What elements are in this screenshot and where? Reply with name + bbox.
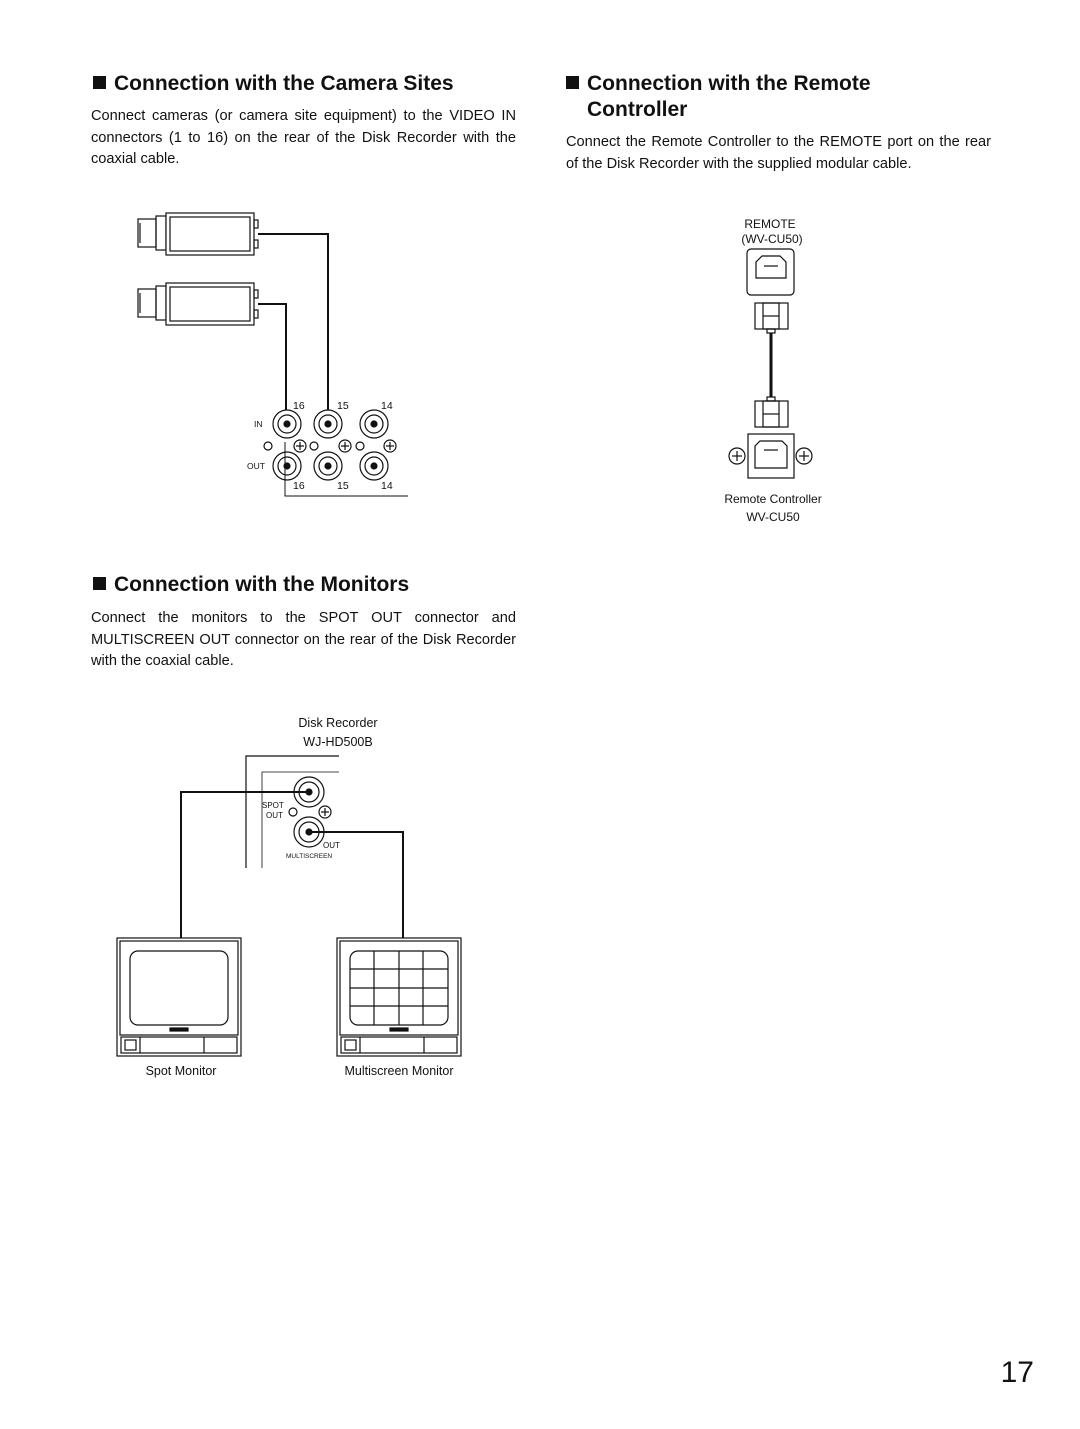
bnc-in-14 — [359, 409, 389, 439]
remote-section-title-line1: Connection with the Remote — [587, 72, 871, 95]
modular-plug-bottom-icon — [754, 396, 789, 428]
remote-controller-model: WV-CU50 — [746, 510, 800, 524]
monitor-diagram-labels: Disk Recorder WJ-HD500B SPOT OUT OUT MUL… — [146, 716, 454, 1078]
disk-recorder-label: Disk Recorder — [298, 716, 377, 730]
remote-port-label: REMOTE — [744, 217, 795, 231]
out-channel-label-14: 14 — [381, 480, 393, 492]
monitors-section-body: Connect the monitors to the SPOT OUT con… — [91, 610, 516, 669]
multiscreen-label: MULTISCREEN — [286, 853, 332, 860]
multiscreen-monitor-icon — [336, 937, 462, 1057]
remote-diagram-labels: REMOTE (WV-CU50) Remote Controller WV-CU… — [724, 217, 821, 524]
screw-left-icon — [728, 447, 746, 465]
camera-2-icon — [137, 282, 259, 326]
out-channel-label-16: 16 — [293, 480, 305, 492]
multiscreen-monitor-label: Multiscreen Monitor — [344, 1064, 453, 1078]
in-row-label: IN — [254, 419, 263, 429]
remote-port-model: (WV-CU50) — [741, 232, 802, 246]
modular-plug-top-icon — [754, 302, 789, 334]
remote-section-title-line2: Controller — [587, 98, 688, 121]
spot-out-label: OUT — [266, 811, 283, 820]
monitors-section-title: Connection with the Monitors — [93, 572, 409, 598]
camera-diagram-labels: 16 15 14 IN OUT 16 15 14 — [247, 400, 393, 492]
remote-controller-label: Remote Controller — [724, 492, 821, 506]
out-channel-label-15: 15 — [337, 480, 349, 492]
bnc-out-15 — [313, 451, 343, 481]
multiscreen-out-label: OUT — [323, 841, 340, 850]
monitors-section-title-text: Connection with the Monitors — [114, 573, 410, 596]
bnc-out-16 — [272, 451, 302, 481]
screw-right-icon — [795, 447, 813, 465]
remote-port-icon — [746, 248, 795, 296]
monitor-connection-diagram — [116, 755, 462, 1057]
bullet-square-icon — [566, 76, 579, 89]
in-channel-label-15: 15 — [337, 400, 349, 412]
camera-section-title-text: Connection with the Camera Sites — [114, 72, 454, 95]
disk-recorder-model: WJ-HD500B — [303, 735, 372, 749]
out-row-label: OUT — [247, 461, 265, 471]
camera-section-body: Connect cameras (or camera site equipmen… — [91, 108, 516, 167]
bnc-in-16 — [272, 409, 302, 439]
bullet-square-icon — [93, 577, 106, 590]
spot-label: SPOT — [262, 801, 284, 810]
page-number: 17 — [1000, 1356, 1034, 1389]
remote-controller-jack-icon — [747, 433, 795, 479]
remote-section-body: Connect the Remote Controller to the REM… — [566, 134, 991, 172]
in-channel-label-14: 14 — [381, 400, 393, 412]
remote-connection-diagram — [728, 248, 813, 479]
camera-section-title: Connection with the Camera Sites — [93, 71, 454, 97]
in-channel-label-16: 16 — [293, 400, 305, 412]
bullet-square-icon — [93, 76, 106, 89]
camera-connection-diagram — [137, 212, 408, 497]
bnc-in-15 — [313, 409, 343, 439]
bnc-out-14 — [359, 451, 389, 481]
camera-1-icon — [137, 212, 259, 256]
spot-monitor-label: Spot Monitor — [146, 1064, 217, 1078]
spot-monitor-icon — [116, 937, 242, 1057]
remote-section-title: Connection with the Remote Controller — [566, 71, 871, 123]
